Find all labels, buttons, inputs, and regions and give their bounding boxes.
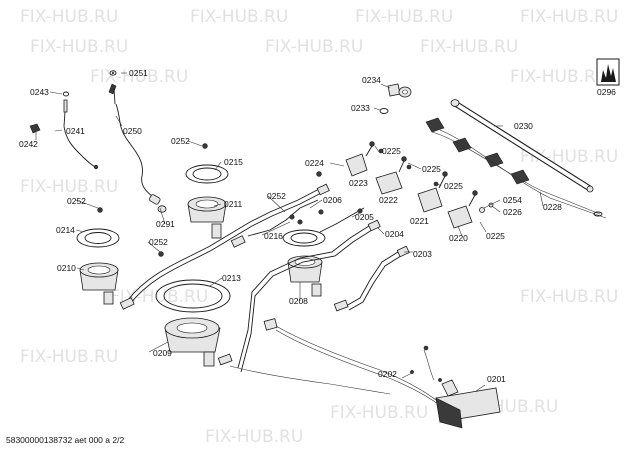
ignition-module	[263, 318, 501, 429]
watermark: FIX-HUB.RU	[90, 67, 188, 87]
part-label: 0221	[410, 216, 429, 226]
part-label: 0254	[503, 195, 522, 205]
part-label: 0243	[30, 87, 49, 97]
rail-clips	[425, 117, 607, 219]
injector-fittings	[119, 183, 410, 366]
part-label: 0206	[323, 195, 342, 205]
part-label: 0252	[67, 196, 86, 206]
part-label: 0242	[19, 139, 38, 149]
part-label: 0225	[422, 164, 441, 174]
part-labels: 0251 0243 0250 0241 0242 0234 0233 0296 …	[19, 68, 616, 384]
part-label: 0252	[267, 191, 286, 201]
part-label: 0202	[378, 369, 397, 379]
part-label: 0203	[413, 249, 432, 259]
watermark: FIX-HUB.RU	[20, 347, 118, 367]
part-label: 0230	[514, 121, 533, 131]
leader-lines	[35, 72, 544, 392]
watermark: FIX-HUB.RU	[520, 287, 618, 307]
burner-0211	[185, 164, 229, 239]
part-label: 0216	[264, 231, 283, 241]
gas-symbol-icon	[596, 58, 620, 86]
part-label: 0251	[129, 68, 148, 78]
part-label: 0209	[153, 348, 172, 358]
part-label: 0252	[149, 237, 168, 247]
part-label: 0205	[355, 212, 374, 222]
gas-rail	[450, 99, 594, 193]
burner-0210	[76, 228, 120, 305]
watermark: FIX-HUB.RU	[420, 37, 518, 57]
part-label: 0214	[56, 225, 75, 235]
part-label: 0224	[305, 158, 324, 168]
part-label: 0215	[224, 157, 243, 167]
part-label: 0291	[156, 219, 175, 229]
watermark: FIX-HUB.RU	[330, 403, 428, 423]
watermark: FIX-HUB.RU	[510, 67, 608, 87]
burner-0209	[155, 279, 231, 367]
part-label: 0223	[349, 178, 368, 188]
gas-pipes	[127, 187, 405, 395]
part-label: 0225	[382, 146, 401, 156]
watermark: FIX-HUB.RU	[30, 37, 128, 57]
watermark: FIX-HUB.RU	[205, 427, 303, 447]
watermark: FIX-HUB.RU	[190, 7, 288, 27]
part-label: 0296	[597, 87, 616, 97]
watermark: FIX-HUB.RU	[520, 7, 618, 27]
part-label: 0225	[444, 181, 463, 191]
part-label: 0201	[487, 374, 506, 384]
watermark: FIX-HUB.RU	[20, 7, 118, 27]
watermark: FIX-HUB.RU	[20, 177, 118, 197]
thermocouple	[108, 70, 167, 213]
screws	[97, 143, 363, 257]
part-label: 0208	[289, 296, 308, 306]
part-label: 0226	[503, 207, 522, 217]
part-label: 0220	[449, 233, 468, 243]
part-label: 0250	[123, 126, 142, 136]
part-label: 0234	[362, 75, 381, 85]
watermark-layer: FIX-HUB.RU FIX-HUB.RU FIX-HUB.RU FIX-HUB…	[20, 7, 618, 447]
part-label: 0210	[57, 263, 76, 273]
ignition-electrode	[29, 91, 99, 170]
part-label: 0211	[224, 199, 243, 209]
part-label: 0225	[486, 231, 505, 241]
document-footer: 58300000138732 aet 000 a 2/2	[6, 435, 124, 445]
part-label: 0233	[351, 103, 370, 113]
watermark: FIX-HUB.RU	[265, 37, 363, 57]
gas-valves	[345, 141, 494, 229]
part-label: 0222	[379, 195, 398, 205]
watermark: FIX-HUB.RU	[355, 7, 453, 27]
part-label: 0228	[543, 202, 562, 212]
part-label: 0241	[66, 126, 85, 136]
part-label: 0204	[385, 229, 404, 239]
part-label: 0213	[222, 273, 241, 283]
part-label: 0252	[171, 136, 190, 146]
elbow-fitting	[379, 83, 412, 114]
